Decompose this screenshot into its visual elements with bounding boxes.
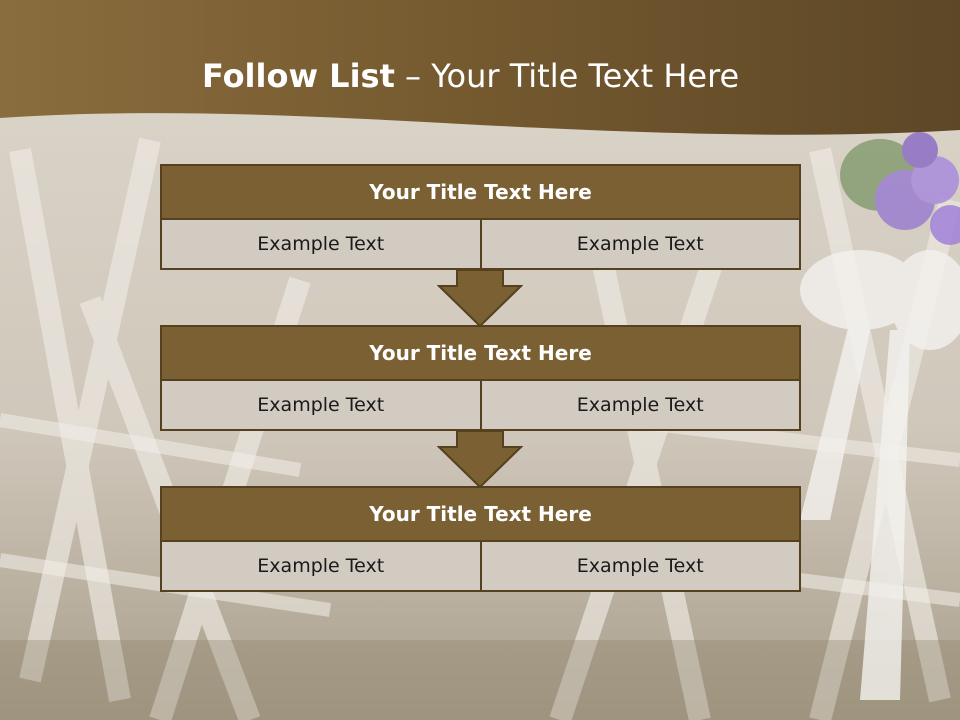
list-block: Your Title Text Here Example Text Exampl… bbox=[160, 486, 801, 592]
block-title: Your Title Text Here bbox=[160, 486, 801, 542]
down-arrow-icon bbox=[437, 431, 523, 489]
down-arrow-icon bbox=[437, 270, 523, 328]
block-cell-right: Example Text bbox=[481, 381, 801, 431]
block-cell-left: Example Text bbox=[160, 381, 482, 431]
slide-title-bold: Follow List bbox=[202, 57, 395, 95]
slide-title: Follow List – Your Title Text Here bbox=[0, 56, 960, 96]
block-title: Your Title Text Here bbox=[160, 325, 801, 381]
block-cell-right: Example Text bbox=[481, 542, 801, 592]
block-row: Example Text Example Text bbox=[160, 542, 801, 592]
list-block: Your Title Text Here Example Text Exampl… bbox=[160, 325, 801, 431]
list-block: Your Title Text Here Example Text Exampl… bbox=[160, 164, 801, 270]
block-row: Example Text Example Text bbox=[160, 220, 801, 270]
block-row: Example Text Example Text bbox=[160, 381, 801, 431]
block-cell-left: Example Text bbox=[160, 542, 482, 592]
block-cell-left: Example Text bbox=[160, 220, 482, 270]
block-title: Your Title Text Here bbox=[160, 164, 801, 220]
block-cell-right: Example Text bbox=[481, 220, 801, 270]
slide-title-rest: – Your Title Text Here bbox=[394, 57, 740, 95]
